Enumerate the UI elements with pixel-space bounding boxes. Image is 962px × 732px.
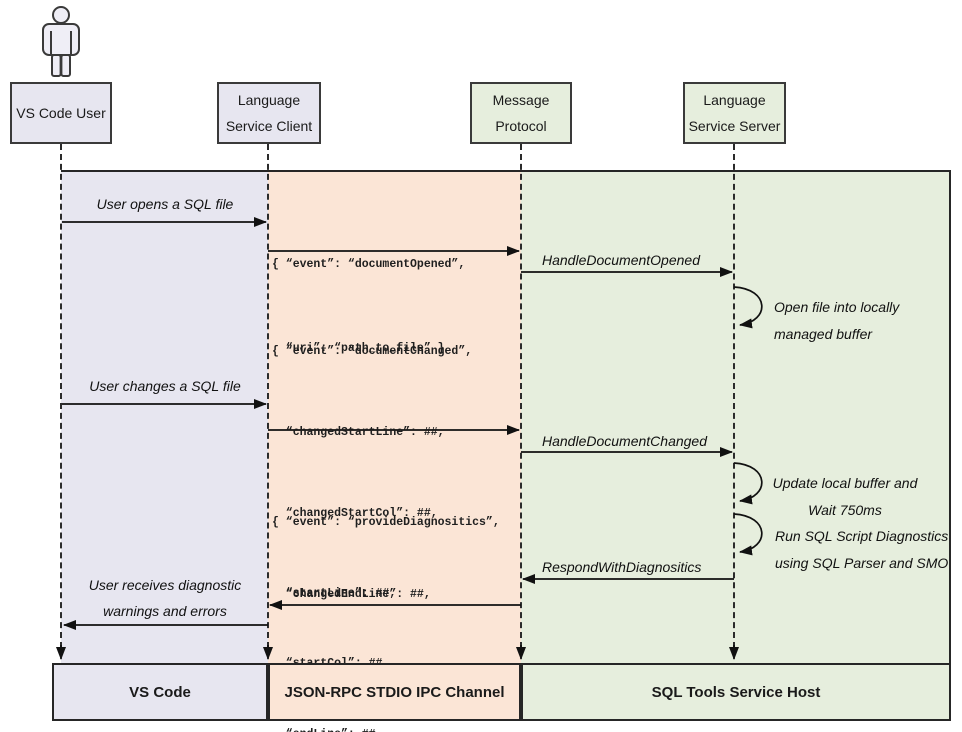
- actor-label: Service Client: [225, 118, 313, 134]
- label-line: warnings and errors: [103, 603, 227, 619]
- json-document-opened: { “event”: “documentOpened”, “uri”: “pat…: [272, 195, 465, 419]
- json-line: “uri”: “path_to_file” }: [272, 342, 445, 355]
- bottom-box-label: VS Code: [129, 683, 191, 701]
- band-vscode: [61, 170, 268, 663]
- label-user-opens: User opens a SQL file: [96, 196, 234, 212]
- lifeline-vscode-user: [60, 144, 62, 648]
- actor-label: VS Code User: [16, 105, 106, 121]
- label-line: using SQL Parser and SMO: [775, 555, 949, 571]
- bottom-box-label: JSON-RPC STDIO IPC Channel: [284, 683, 505, 701]
- actor-label: Language: [703, 92, 766, 108]
- band-service-host: [521, 170, 951, 663]
- label-handle-document-opened: HandleDocumentOpened: [542, 252, 700, 268]
- json-line: “endLine”: ##,: [272, 723, 500, 732]
- actor-box-vscode-user: VS Code User: [10, 82, 112, 144]
- label-line: Wait 750ms: [808, 502, 882, 518]
- label-user-changes: User changes a SQL file: [89, 378, 241, 394]
- label-respond-with-diagnostics: RespondWithDiagnositics: [542, 559, 702, 575]
- user-actor-icon: [42, 6, 80, 77]
- actor-box-language-service-client: Language Service Client: [217, 82, 321, 144]
- actor-label: Protocol: [495, 118, 547, 134]
- label-run-diagnostics-loop: Run SQL Script Diagnostics using SQL Par…: [775, 523, 948, 577]
- json-line: “changedStartCol”: ##,: [272, 507, 438, 520]
- bottom-box-sql-tools-service-host: SQL Tools Service Host: [521, 663, 951, 721]
- label-open-file-loop: Open file into locally managed buffer: [774, 294, 899, 348]
- bottom-box-label: SQL Tools Service Host: [651, 683, 821, 701]
- label-update-buffer-loop: Update local buffer and Wait 750ms: [771, 470, 919, 524]
- bottom-box-json-rpc-channel: JSON-RPC STDIO IPC Channel: [268, 663, 521, 721]
- label-line: User receives diagnostic: [88, 577, 242, 593]
- bottom-box-vscode: VS Code: [52, 663, 268, 721]
- lifeline-language-service-client: [267, 144, 269, 648]
- label-line: Run SQL Script Diagnostics: [775, 528, 949, 544]
- json-line: “changedStartLine”: ##,: [272, 426, 445, 439]
- json-line: “startLine”: ##,: [272, 586, 397, 600]
- actor-box-message-protocol: Message Protocol: [470, 82, 572, 144]
- json-line: { “event”: “documentOpened”,: [272, 258, 466, 271]
- label-handle-document-changed: HandleDocumentChanged: [542, 433, 707, 449]
- label-line: managed buffer: [774, 326, 873, 342]
- label-user-receives: User receives diagnostic warnings and er…: [62, 572, 268, 624]
- lifeline-language-service-server: [733, 144, 735, 648]
- actor-label: Service Server: [688, 118, 781, 134]
- lifeline-message-protocol: [520, 144, 522, 648]
- actor-box-language-service-server: Language Service Server: [683, 82, 786, 144]
- band-ipc-channel: [268, 170, 521, 663]
- label-line: Open file into locally: [774, 299, 900, 315]
- label-line: Update local buffer and: [772, 475, 918, 491]
- json-line: { “event”: “documentChanged”,: [272, 345, 473, 358]
- actor-label: Message: [492, 92, 550, 108]
- actor-label: Language: [237, 92, 301, 108]
- json-line: “changedEndLine”: ##,: [272, 588, 431, 601]
- json-line: { “event”: “provideDiagnositics”,: [272, 516, 500, 529]
